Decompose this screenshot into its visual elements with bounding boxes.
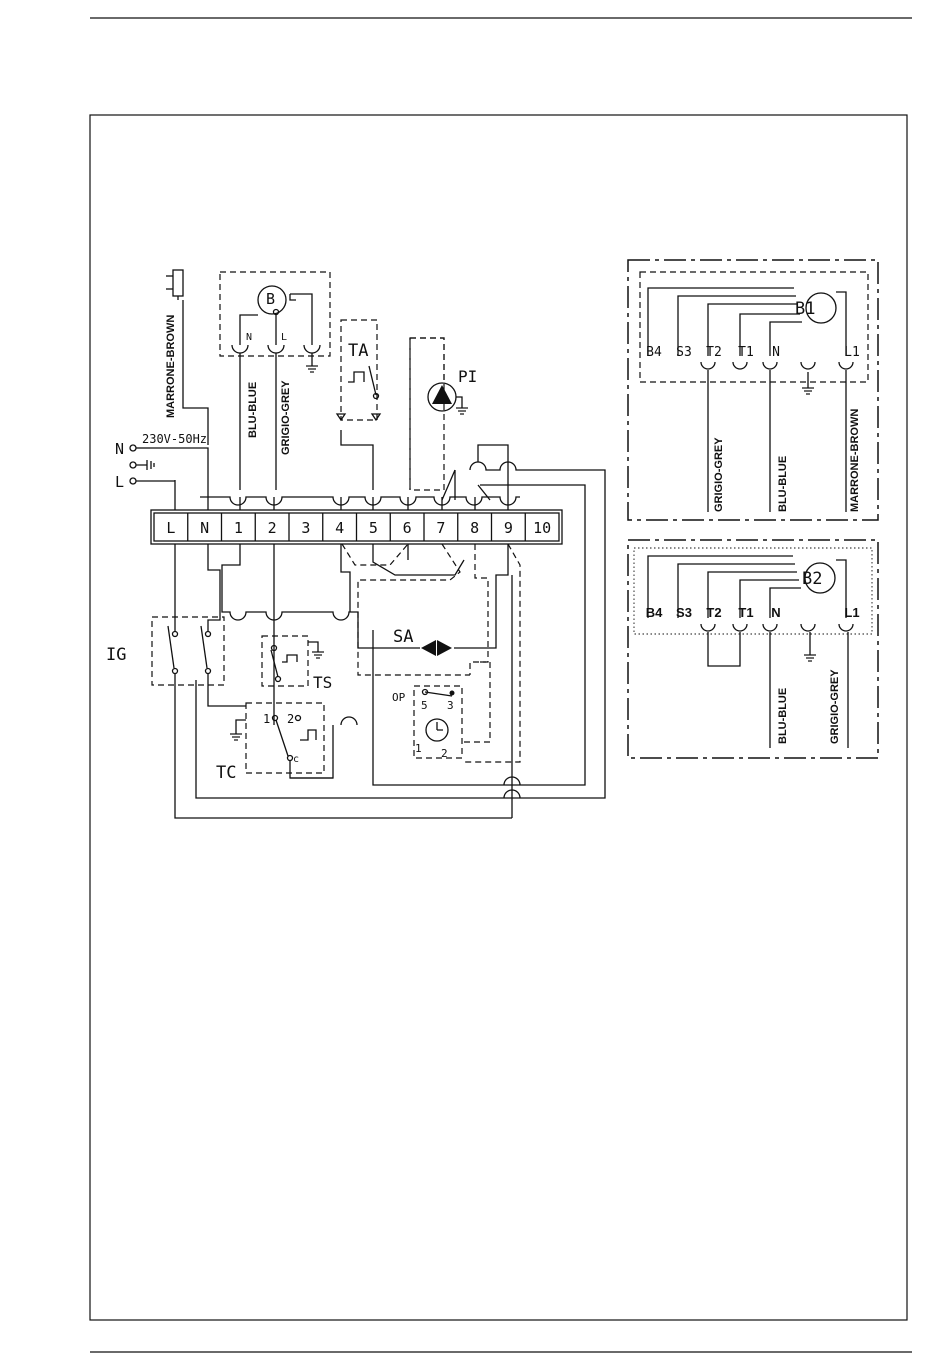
terminal-label: 2 — [268, 519, 277, 537]
b1-brown-label: MARRONE-BROWN — [849, 409, 861, 512]
pin-connector — [801, 362, 815, 369]
pin-connector — [839, 624, 853, 631]
ts-label: TS — [313, 673, 332, 692]
burner-grey-label: GRIGIO-GREY — [280, 380, 292, 455]
b2-pin-label: N — [771, 605, 780, 620]
bottom-return-wires — [504, 575, 520, 818]
b2-pin-label: L1 — [844, 605, 859, 620]
terminal-label: 10 — [533, 519, 551, 537]
terminal-label: L — [166, 519, 175, 537]
b1-blue-label: BLU-BLUE — [777, 456, 789, 512]
terminal-label: 5 — [369, 519, 378, 537]
supply-n-label: N — [115, 440, 124, 458]
ig-label: IG — [106, 645, 126, 665]
terminal-label: 8 — [470, 519, 479, 537]
burner-pin-l: L — [281, 332, 287, 343]
pin-connector — [733, 624, 747, 631]
op-pin-2: 2 — [441, 747, 448, 760]
burner-b-label: B — [266, 290, 275, 308]
pin-connector — [733, 362, 747, 369]
diverter-valve-sa: SA — [393, 627, 452, 656]
op-pin-5: 5 — [421, 699, 428, 712]
boiler-thermostat-tc: TC 1 2 c — [216, 703, 333, 783]
tc-pin-1: 1 — [263, 712, 270, 726]
pin-connector — [701, 624, 715, 631]
mains-supply: N L 230V-50Hz — [115, 432, 207, 491]
terminal-label: 9 — [504, 519, 513, 537]
terminal-block: L N 1 2 3 4 5 6 7 8 9 10 — [151, 510, 562, 544]
programmer-op: OP 5 3 1 2 — [392, 686, 462, 760]
b2-blue-label: BLU-BLUE — [777, 688, 789, 744]
supply-l-label: L — [115, 473, 124, 491]
terminal-labels: L N 1 2 3 4 5 6 7 8 9 10 — [166, 519, 551, 537]
b1-pin-label: N — [772, 345, 780, 360]
b2-pin-label: T2 — [706, 605, 721, 620]
pump-pi: PI — [410, 338, 477, 490]
terminal-label: 7 — [436, 519, 445, 537]
tc-pin-2: 2 — [287, 712, 294, 726]
terminal-label: N — [200, 519, 209, 537]
burner-pin-n: N — [246, 332, 252, 343]
supply-voltage-label: 230V-50Hz — [142, 432, 207, 446]
sa-label: SA — [393, 627, 413, 647]
room-thermostat-ta: TA — [337, 320, 380, 490]
terminal-label: 4 — [335, 519, 344, 537]
safety-thermostat-ts: TS — [262, 636, 332, 692]
b1-title: B1 — [795, 299, 815, 319]
burner-blue-label: BLU-BLUE — [247, 382, 259, 438]
pin-connector — [839, 362, 853, 369]
terminal-label: 3 — [301, 519, 310, 537]
terminal-label: 1 — [234, 519, 243, 537]
b1-grey-label: GRIGIO-GREY — [713, 437, 725, 512]
pin-connector — [701, 362, 715, 369]
op-pin-1: 1 — [415, 742, 422, 755]
burner-b: B N L BLU-BLUE GRIGIO-GREY — [220, 272, 330, 490]
tc-label: TC — [216, 763, 236, 783]
brown-wire-label: MARRONE-BROWN — [165, 315, 177, 418]
b2-grey-label: GRIGIO-GREY — [829, 669, 841, 744]
brown-wire-plug: MARRONE-BROWN — [165, 270, 183, 418]
lower-bus — [222, 544, 508, 778]
pin-connector — [763, 362, 777, 369]
b2-pin-label: T1 — [738, 605, 753, 620]
main-switch-ig: IG — [106, 544, 512, 818]
ta-label: TA — [348, 341, 368, 361]
tc-pin-c: c — [293, 754, 299, 765]
terminal-label: 6 — [403, 519, 412, 537]
pin-connector — [763, 624, 777, 631]
op-label: OP — [392, 691, 406, 704]
pi-label: PI — [458, 367, 477, 386]
b2-title: B2 — [802, 569, 822, 589]
pin-connector — [801, 624, 815, 631]
op-pin-3: 3 — [447, 699, 454, 712]
